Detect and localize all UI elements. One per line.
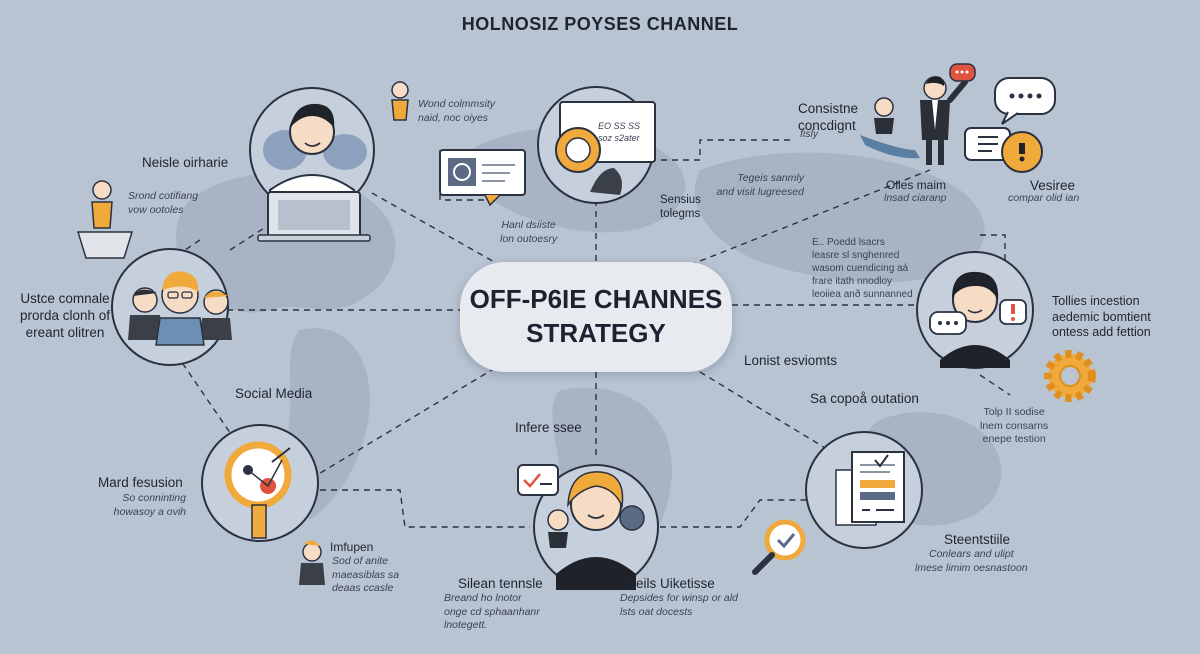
center-title-line1: OFF-P6IE CHANNES <box>469 284 723 315</box>
note-steen: Conlears and ulipt lmese limim oesnastoo… <box>915 548 1028 574</box>
label-sacopo: Sa copoå outation <box>810 391 919 406</box>
note-tegeis: Tegeis sanmly and visit lugreesed <box>716 172 804 198</box>
gear-icon <box>1044 350 1096 402</box>
label-sensius: Sensius tolegms <box>660 194 701 221</box>
label-mard: Mard fesusion <box>98 475 183 490</box>
label-infere: Infere ssee <box>515 420 582 435</box>
node-laptop-person <box>249 87 375 242</box>
note-mid: E.. Poedd lsacrs leasre sl snghenred was… <box>812 237 913 300</box>
magnifier-icon <box>752 519 806 575</box>
icon-small-man-top <box>391 81 409 121</box>
note-neisle: Srond cotifiang vow ootoles <box>128 190 199 216</box>
note-silean: Breand ho lnotor onge cd sphaanhanr lnot… <box>444 592 540 632</box>
node-businessman <box>860 63 976 165</box>
label-olies: Olies maim <box>886 178 947 192</box>
label-steen: Steentstiile <box>944 532 1011 547</box>
center-title-line2: STRATEGY <box>526 318 666 348</box>
note-tolp: Tolp II sodise lnem consarns enepe testi… <box>980 406 1049 446</box>
label-lonist: Lonist esviomts <box>744 353 838 368</box>
label-vesiree: Vesiree <box>1030 178 1076 193</box>
node-bottom-person <box>517 464 659 590</box>
label-imfupen: Imfupen <box>330 540 374 554</box>
note-consistne: fisly <box>800 128 819 140</box>
note-wond: Wond colmmsity naid, noc oiyes <box>418 98 496 124</box>
note-hanl: Hanl dsiiste lon outoesry <box>500 219 558 245</box>
icon-person-podium <box>76 180 134 259</box>
note-screen: EO SS SS soz s2ater <box>598 121 641 143</box>
icon-speech-bubbles <box>964 77 1056 173</box>
label-silean: Silean tennsle <box>458 576 543 591</box>
node-document <box>805 431 923 549</box>
label-consistne: Consistne concdignt <box>798 101 859 133</box>
label-social-media: Social Media <box>235 386 313 401</box>
note-mard: So conninting howasoy a ovih <box>113 492 186 518</box>
note-ffeils: Depsides for winsp or ald lsts oat doces… <box>620 592 738 618</box>
center-topic-pill: OFF-P6IE CHANNES STRATEGY <box>460 262 732 372</box>
node-screen-gear <box>537 86 656 204</box>
icon-small-man-bottom <box>299 540 325 585</box>
note-olies: lnsad ciaranp <box>884 192 947 204</box>
node-idea-key <box>201 424 319 542</box>
label-ffeils: Ffeils Uiketisse <box>624 576 715 591</box>
node-group-people <box>111 248 232 366</box>
label-tollies: Tollies incestion aedemic bomtient ontes… <box>1052 294 1151 340</box>
icon-card-gear <box>439 149 526 207</box>
label-usce: Ustce comnale prorda clonh of ereant oli… <box>19 291 111 340</box>
note-imfupen: Sod of anite maeasiblas sa deaas ccasle <box>332 555 400 595</box>
node-right-person <box>916 251 1034 369</box>
note-vesiree: compar olid ian <box>1008 192 1080 204</box>
label-neisle: Neisle oirharie <box>142 155 229 170</box>
page-title: HOLNOSIZ POYSES CHANNEL <box>461 14 739 34</box>
